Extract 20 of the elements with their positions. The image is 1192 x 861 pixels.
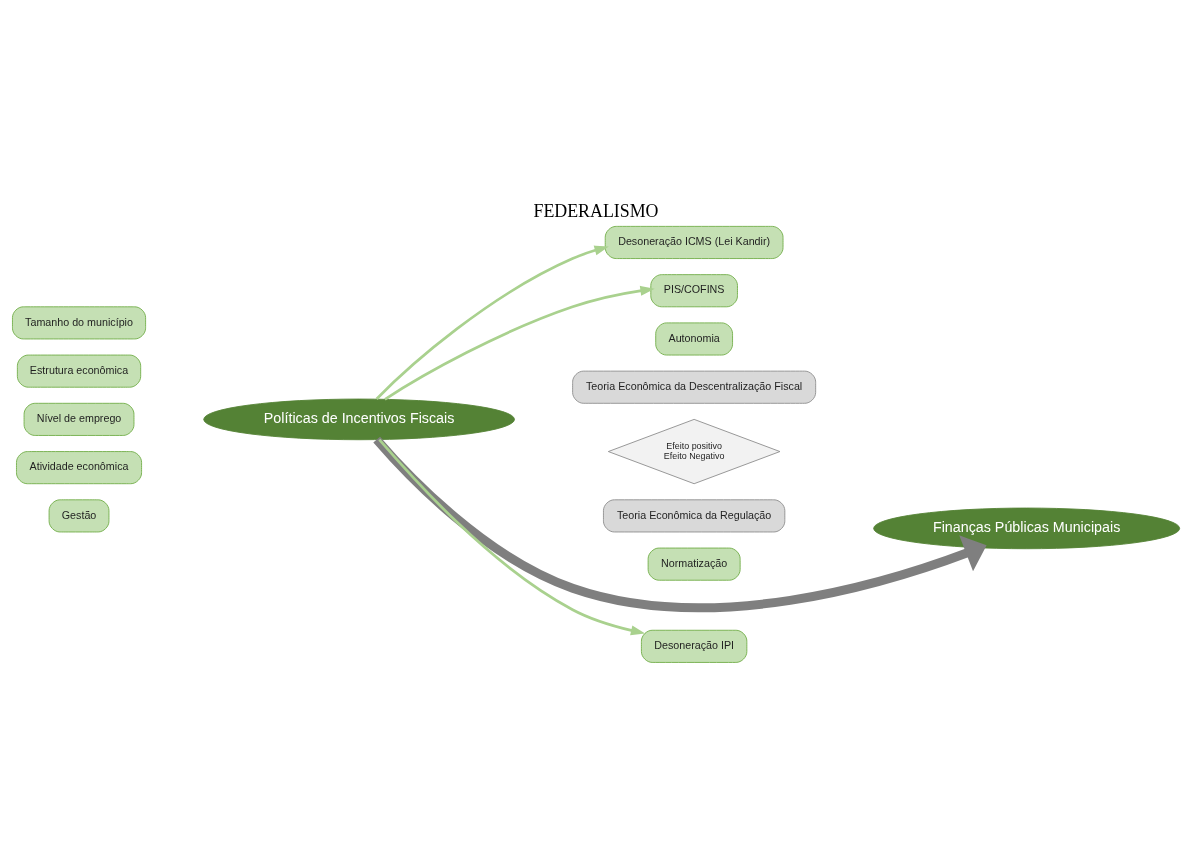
node-box: Desoneração ICMS (Lei Kandir) (604, 225, 784, 259)
arrow (378, 438, 646, 635)
node-diamond: Efeito positivo Efeito Negativo (607, 418, 781, 484)
node-box: Nível de emprego (23, 402, 135, 436)
node-box: Teoria Econômica da Descentralização Fiscal (572, 370, 817, 404)
node-box: Normatização (647, 547, 741, 581)
arrow (373, 436, 987, 612)
node-box: Gestão (48, 498, 110, 532)
node-box: Estrutura econômica (16, 354, 142, 388)
node-box: Tamanho do município (12, 305, 147, 339)
node-ellipse: Finanças Públicas Municipais (873, 507, 1181, 549)
arrow (375, 245, 609, 400)
node-box: Desoneração IPI (640, 629, 748, 663)
diagram-title: FEDERALISMO (533, 200, 659, 221)
node-box: Teoria Econômica da Regulação (603, 498, 786, 532)
node-box: Autonomia (655, 321, 733, 355)
node-box: Atividade econômica (16, 450, 142, 484)
node-box: PIS/COFINS (650, 273, 738, 307)
node-ellipse: Políticas de Incentivos Fiscais (203, 398, 515, 440)
arrow (384, 285, 655, 400)
